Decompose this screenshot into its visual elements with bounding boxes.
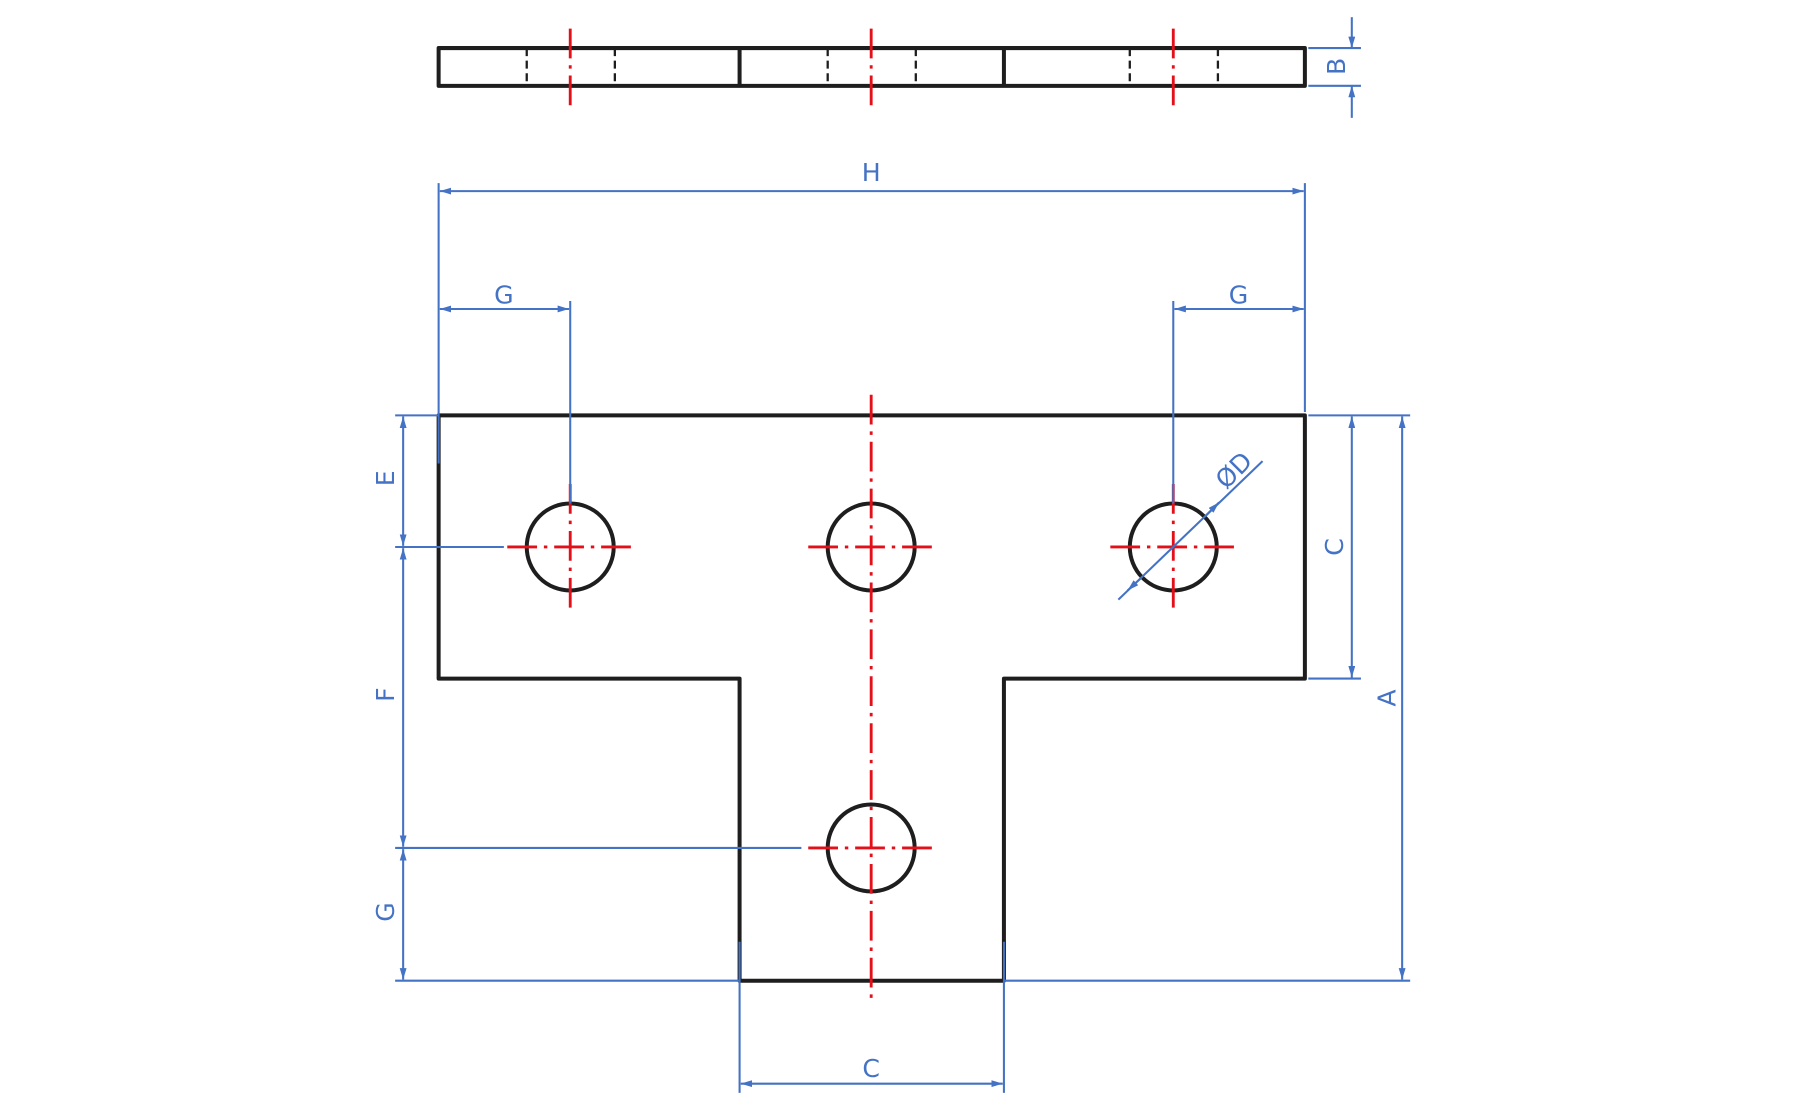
hidden-hole-lines	[525, 48, 1220, 86]
label-G: G	[1229, 280, 1248, 309]
dimension-H: H	[437, 158, 1306, 464]
label-G: G	[494, 280, 513, 309]
label-E: E	[371, 470, 400, 486]
label-G: G	[371, 902, 400, 922]
top-view: B	[436, 17, 1361, 118]
label-C: C	[1320, 538, 1349, 556]
centerlines	[507, 394, 1238, 1001]
dimension-E-F-G-left: E F G	[371, 414, 802, 982]
dimension-C-A-right: C A	[1003, 414, 1411, 982]
label-C: C	[862, 1054, 880, 1083]
top-centerlines	[568, 28, 1175, 107]
label-F: F	[371, 687, 400, 701]
dimension-G-top-left: G	[439, 280, 572, 504]
label-diameter-D: ØD	[1210, 446, 1258, 494]
dimension-B: B	[1308, 17, 1361, 118]
label-A: A	[1372, 689, 1401, 706]
label-B: B	[1322, 58, 1351, 75]
dimension-G-top-right: G	[1172, 280, 1304, 504]
front-view: H G G E F G	[371, 158, 1411, 1093]
dimension-C-bottom: C	[738, 941, 1005, 1093]
label-H: H	[862, 158, 881, 187]
